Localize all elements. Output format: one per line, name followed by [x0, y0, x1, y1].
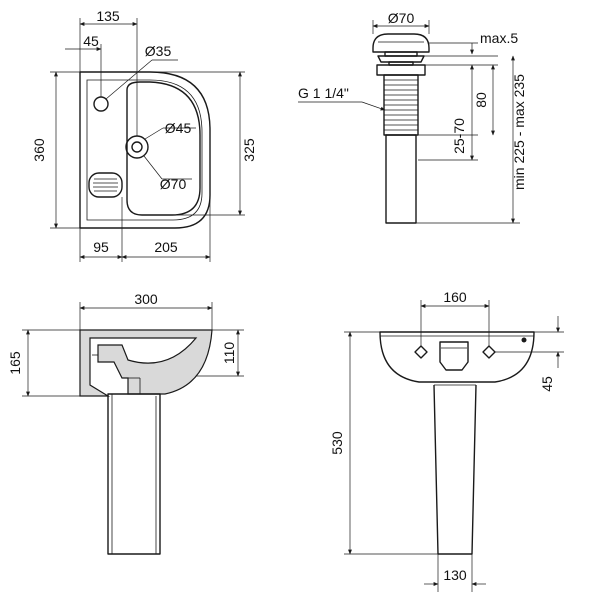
dim-325-label: 325	[241, 138, 257, 162]
drain-cap	[372, 33, 430, 53]
basin-front	[379, 331, 535, 383]
max5-label: max.5	[480, 30, 518, 46]
dim-130-label: 130	[443, 567, 467, 583]
drain-inner	[131, 141, 143, 153]
basin-inner-rim	[86, 79, 203, 221]
pedestal-side	[107, 393, 161, 555]
drain-flange	[377, 55, 425, 63]
drain-nut	[376, 64, 426, 76]
drain-pipe	[385, 134, 417, 224]
basin-outline	[79, 71, 211, 229]
bowl-outline	[126, 81, 201, 216]
dim-45-label: 45	[83, 33, 99, 49]
dim-110-label: 110	[221, 342, 237, 365]
faucet-block	[439, 341, 469, 371]
soap-dish	[88, 172, 123, 198]
side-view: 300 165 110	[7, 291, 244, 555]
basin-section	[79, 329, 213, 397]
dim-range-label: min 225 - max 235	[511, 74, 527, 190]
thread-label: G 1 1/4"	[298, 85, 349, 101]
cap-70-label: Ø70	[388, 10, 415, 26]
front-view: 160 45 530 130	[329, 289, 564, 592]
top-view: 135 45 Ø35 Ø45 Ø70 360 325 95 205	[31, 8, 257, 262]
dim-80-label: 80	[473, 92, 489, 108]
dim-165-label: 165	[7, 351, 23, 375]
dim-95-label: 95	[93, 239, 109, 255]
hole-35-label: Ø35	[145, 43, 172, 59]
hole-45-label: Ø45	[165, 120, 192, 136]
dim-135-label: 135	[96, 8, 120, 24]
dim-25-70-label: 25-70	[451, 118, 467, 154]
dim-160-label: 160	[443, 289, 467, 305]
dim-300-label: 300	[134, 291, 158, 307]
drain-70-label: Ø70	[160, 176, 187, 192]
dim-360-label: 360	[31, 138, 47, 162]
drain-outer	[125, 135, 149, 159]
tap-hole	[93, 96, 109, 112]
pedestal-front	[433, 384, 477, 555]
dim-205-label: 205	[154, 239, 178, 255]
dim-45-front-label: 45	[539, 376, 555, 392]
dim-530-label: 530	[329, 431, 345, 455]
drain-detail: Ø70 max.5 80 25-70 min 225 - max 235 G 1…	[298, 10, 527, 224]
